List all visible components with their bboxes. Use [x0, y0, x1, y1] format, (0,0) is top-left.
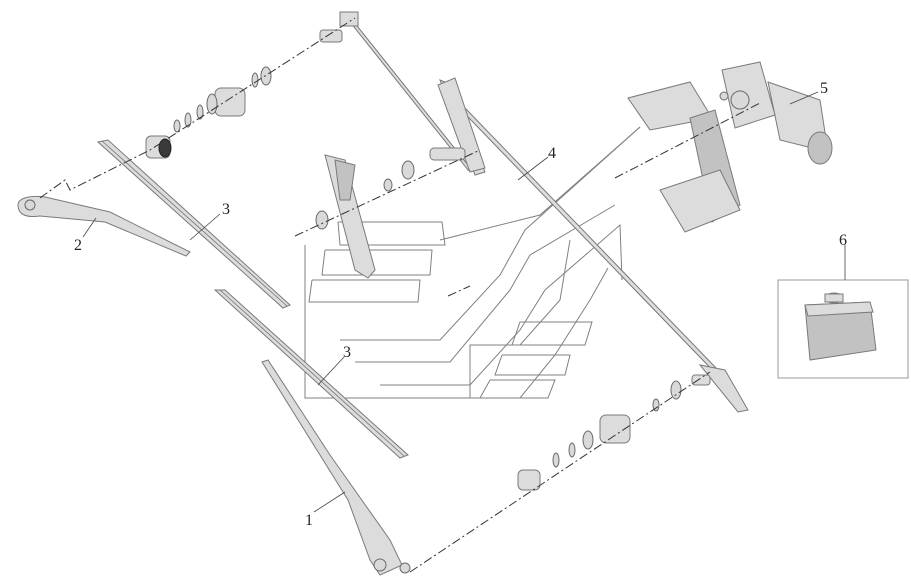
wiper-blade-upper — [96, 139, 291, 309]
motor-assembly — [627, 61, 833, 233]
assembly-axes — [39, 17, 761, 573]
reservoir-box — [777, 279, 909, 379]
wiper-arm-lower — [261, 359, 411, 576]
lower-pivot-hardware — [517, 374, 711, 491]
callout-6: 6 — [839, 232, 847, 249]
callout-5: 5 — [820, 80, 828, 97]
callout-2: 2 — [74, 237, 82, 254]
callout-numbers: 1 2 3 3 4 5 6 — [74, 80, 847, 529]
chevron-watermark-logo — [304, 126, 641, 399]
callout-1: 1 — [305, 512, 313, 529]
upper-pivot-hardware — [145, 29, 343, 159]
wiper-blade-lower — [213, 289, 409, 459]
callout-3-lower-blade: 3 — [343, 344, 351, 361]
center-brackets — [315, 77, 486, 279]
wiper-arm-upper — [17, 195, 191, 257]
callout-leaders — [82, 91, 846, 513]
callout-4: 4 — [548, 145, 556, 162]
callout-3-upper-blade: 3 — [222, 201, 230, 218]
